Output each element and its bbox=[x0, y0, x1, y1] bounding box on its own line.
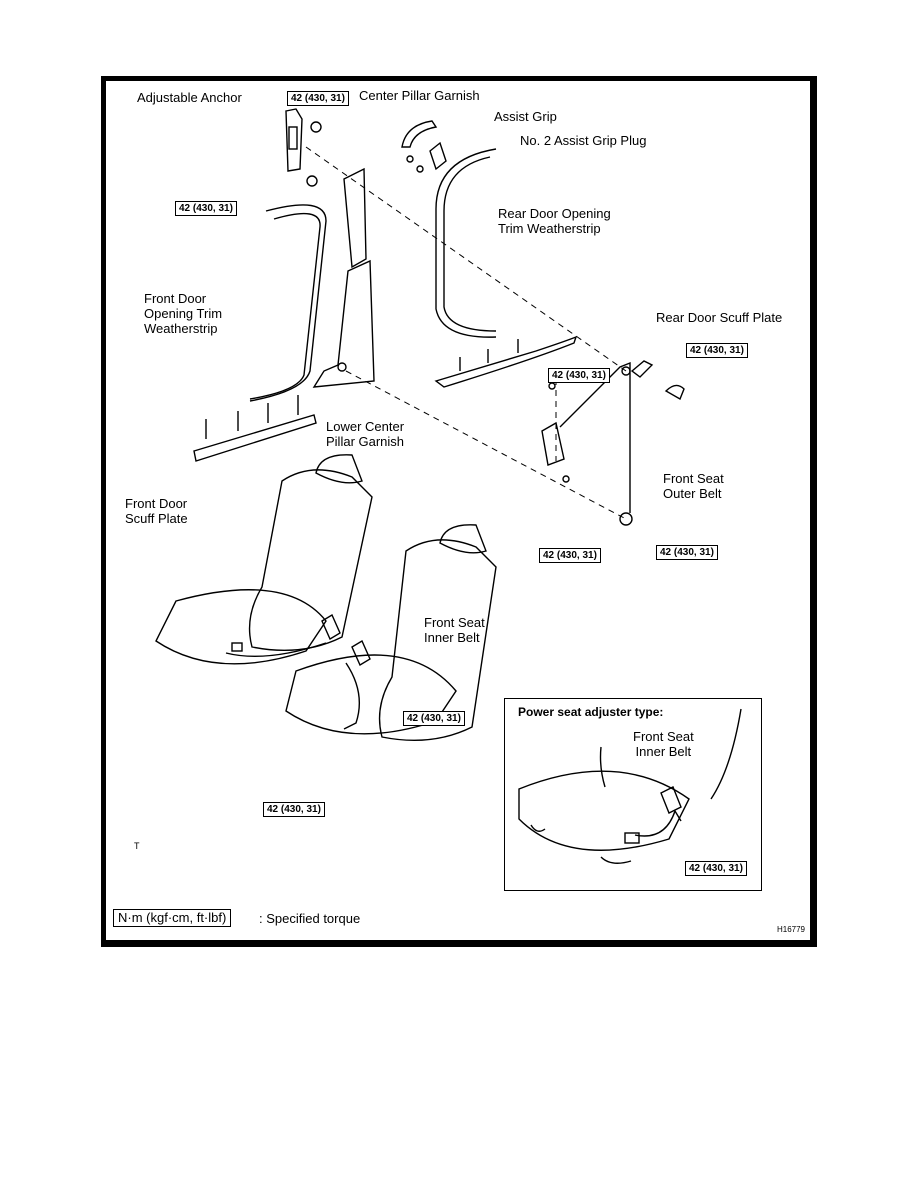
exploded-view-drawing bbox=[155, 108, 685, 741]
torque-unit-box: N·m (kgf·cm, ft·lbf) bbox=[113, 909, 232, 927]
torque-box-shoulder-anchor: 42 (430, 31) bbox=[686, 343, 748, 358]
inset-torque-box: 42 (430, 31) bbox=[685, 861, 747, 876]
power-seat-inset: Power seat adjuster type: Front Seat Inn… bbox=[504, 698, 762, 891]
lower-center-pillar-garnish-label: Lower Center Pillar Garnish bbox=[326, 419, 405, 449]
assist-grip-plug-label: No. 2 Assist Grip Plug bbox=[520, 133, 647, 148]
inset-title: Power seat adjuster type: bbox=[518, 705, 664, 719]
adjustable-anchor-label: Adjustable Anchor bbox=[137, 90, 242, 105]
figure-code: H16779 bbox=[776, 925, 805, 934]
torque-box-inner-belt-floor: 42 (430, 31) bbox=[263, 802, 325, 817]
rear-door-scuff-plate-label: Rear Door Scuff Plate bbox=[656, 310, 783, 325]
torque-box-anchor-bolt: 42 (430, 31) bbox=[175, 201, 237, 216]
front-seat-inner-belt-label: Front Seat Inner Belt bbox=[424, 615, 485, 645]
torque-box-retractor-lower: 42 (430, 31) bbox=[539, 548, 601, 563]
assist-grip-label: Assist Grip bbox=[494, 109, 557, 124]
torque-box-outer-belt-floor: 42 (430, 31) bbox=[656, 545, 718, 560]
torque-box-anchor-top: 42 (430, 31) bbox=[287, 91, 349, 106]
diagram-panel: Adjustable Anchor Center Pillar Garnish … bbox=[105, 80, 811, 941]
torque-legend-text: : Specified torque bbox=[259, 911, 361, 926]
front-seat-outer-belt-label: Front Seat Outer Belt bbox=[663, 471, 724, 501]
diagram-frame: Adjustable Anchor Center Pillar Garnish … bbox=[101, 76, 817, 947]
inset-seat-drawing bbox=[518, 708, 742, 864]
corner-mark: T bbox=[134, 841, 140, 851]
rear-door-weatherstrip-label: Rear Door Opening Trim Weatherstrip bbox=[498, 206, 611, 236]
torque-box-inner-belt: 42 (430, 31) bbox=[403, 711, 465, 726]
torque-box-retractor-upper: 42 (430, 31) bbox=[548, 368, 610, 383]
front-door-scuff-plate-label: Front Door Scuff Plate bbox=[125, 496, 188, 526]
center-pillar-garnish-label: Center Pillar Garnish bbox=[359, 88, 480, 103]
inset-front-seat-inner-belt-label: Front Seat Inner Belt bbox=[633, 729, 694, 759]
front-door-weatherstrip-label: Front Door Opening Trim Weatherstrip bbox=[144, 291, 223, 336]
